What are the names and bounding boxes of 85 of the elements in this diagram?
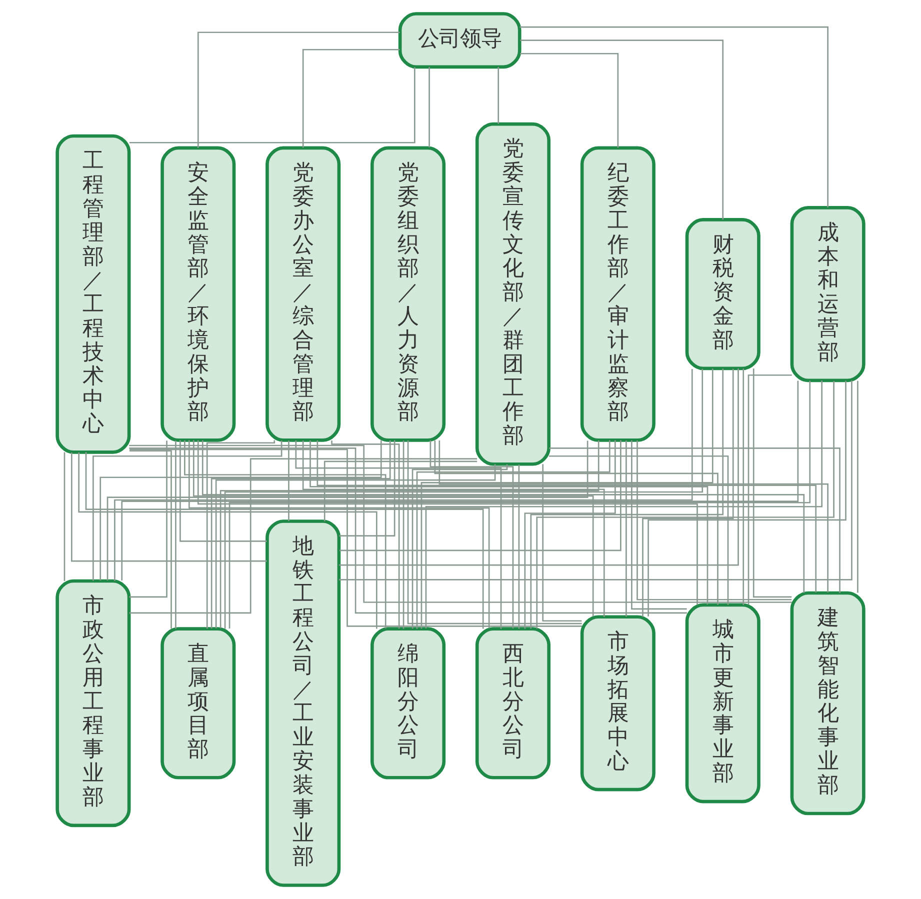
connector — [548, 455, 729, 605]
connector — [420, 368, 714, 629]
connector — [742, 368, 744, 605]
connector — [642, 368, 734, 617]
connector — [295, 440, 502, 629]
connector — [438, 440, 828, 592]
connector — [425, 380, 822, 628]
node-box: 安全监管部／环境保护部 — [160, 146, 236, 442]
connector — [215, 464, 496, 628]
connector — [129, 448, 687, 614]
connector — [631, 440, 687, 610]
node-box: 党委办公室／综合管理部 — [266, 146, 341, 442]
node-box: 党委组织部／人力资源部 — [370, 146, 446, 442]
connector — [626, 440, 627, 617]
connector — [92, 440, 282, 581]
connector — [188, 440, 490, 628]
connector — [752, 368, 792, 598]
connector — [316, 440, 817, 592]
connector — [288, 440, 290, 521]
node-box: 直属项目部 — [160, 627, 236, 780]
connector — [530, 368, 724, 629]
connector — [180, 440, 267, 542]
connector — [636, 440, 792, 600]
connector — [197, 32, 400, 148]
connector — [339, 440, 396, 537]
connector — [106, 440, 588, 580]
connector — [302, 48, 400, 148]
connector — [339, 380, 852, 580]
connector — [71, 452, 267, 562]
connector — [520, 40, 724, 220]
connector — [331, 440, 400, 629]
connector — [536, 381, 834, 629]
node-box: 财税资金部 — [685, 218, 760, 370]
connector — [549, 448, 840, 593]
node-box: 党委宣传文化部／群团工作部 — [475, 122, 550, 466]
connector — [129, 444, 792, 603]
connector — [121, 380, 799, 581]
connector — [402, 440, 404, 629]
connector — [302, 440, 605, 617]
connector — [520, 26, 828, 208]
connector — [542, 464, 582, 622]
connector — [518, 464, 520, 629]
connector — [407, 440, 582, 624]
connector — [648, 380, 846, 616]
connector — [228, 380, 811, 629]
connector — [310, 440, 708, 604]
connector — [202, 440, 805, 593]
connector — [524, 440, 616, 629]
connector — [339, 368, 739, 566]
connector — [197, 440, 698, 605]
node-box: 市场拓展中心 — [580, 615, 656, 792]
connector — [416, 440, 610, 629]
node-box: 建筑智能化事业部 — [790, 591, 866, 816]
connector — [520, 52, 619, 148]
connector — [175, 440, 176, 629]
connector — [206, 440, 276, 629]
connector — [430, 440, 514, 628]
node-box: 纪委工作部／审计监察部 — [580, 146, 656, 442]
connector — [428, 67, 430, 148]
connector — [498, 67, 500, 124]
connector — [748, 374, 792, 605]
node-box: 地铁工程公司／工业安装事业部 — [266, 520, 341, 887]
connector — [340, 440, 622, 552]
node-box: 西北分公司 — [475, 627, 550, 780]
connector — [857, 380, 858, 593]
node-box: 城市更新事业部 — [685, 603, 760, 804]
connector — [64, 452, 66, 581]
connector — [129, 440, 168, 598]
connector — [85, 452, 484, 629]
connector — [324, 460, 478, 522]
connector — [224, 368, 704, 629]
connector — [129, 458, 478, 614]
connector — [78, 452, 378, 629]
connector — [114, 369, 693, 581]
node-box: 工程管理部／工程技术中心 — [56, 134, 131, 454]
connector — [129, 67, 416, 144]
connector — [129, 450, 172, 629]
node-box: 市政公用工程事业部 — [56, 579, 131, 828]
connector — [434, 440, 718, 605]
node-box: 绵阳分公司 — [370, 627, 446, 780]
connector — [412, 464, 508, 629]
node-box: 公司领导 — [398, 12, 522, 69]
connector — [100, 440, 382, 580]
node-box: 成本和运营部 — [790, 206, 866, 382]
connector — [130, 448, 582, 627]
